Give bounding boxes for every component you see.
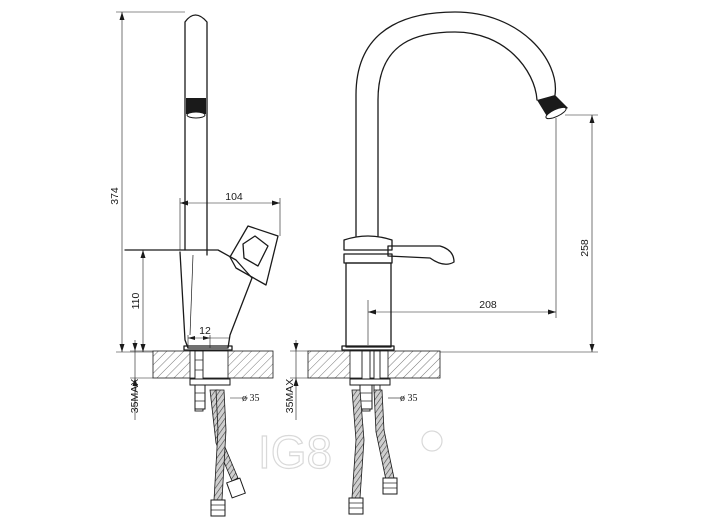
front-hose-2 <box>373 389 395 481</box>
dim-35max-right: 35MAX <box>284 379 296 413</box>
front-body <box>345 262 392 348</box>
side-spout-tube <box>184 14 208 256</box>
dim-104: 104 <box>225 191 243 203</box>
front-dimensions: 258 208 35MAX ø 35 <box>284 114 598 420</box>
svg-text:IG8: IG8 <box>258 426 332 478</box>
dim-12: 12 <box>199 325 211 337</box>
front-view <box>307 11 568 515</box>
watermark: IG8 <box>257 425 443 479</box>
dim-dia-35-left: ø 35 <box>242 393 260 404</box>
front-spout <box>355 11 557 237</box>
side-dimensions: 374 110 104 12 35MAX ø 35 <box>109 11 281 420</box>
side-view <box>124 14 279 517</box>
dim-110: 110 <box>130 292 142 309</box>
dim-208: 208 <box>479 299 497 311</box>
side-body <box>124 249 253 349</box>
side-aerator <box>186 98 206 114</box>
front-handle <box>387 245 455 265</box>
side-handle <box>229 225 279 286</box>
dim-35max-left: 35MAX <box>129 379 141 413</box>
dim-374: 374 <box>109 187 121 205</box>
dim-dia-35-right: ø 35 <box>400 393 418 404</box>
dim-258: 258 <box>579 239 591 257</box>
front-spout-tip <box>537 95 568 118</box>
